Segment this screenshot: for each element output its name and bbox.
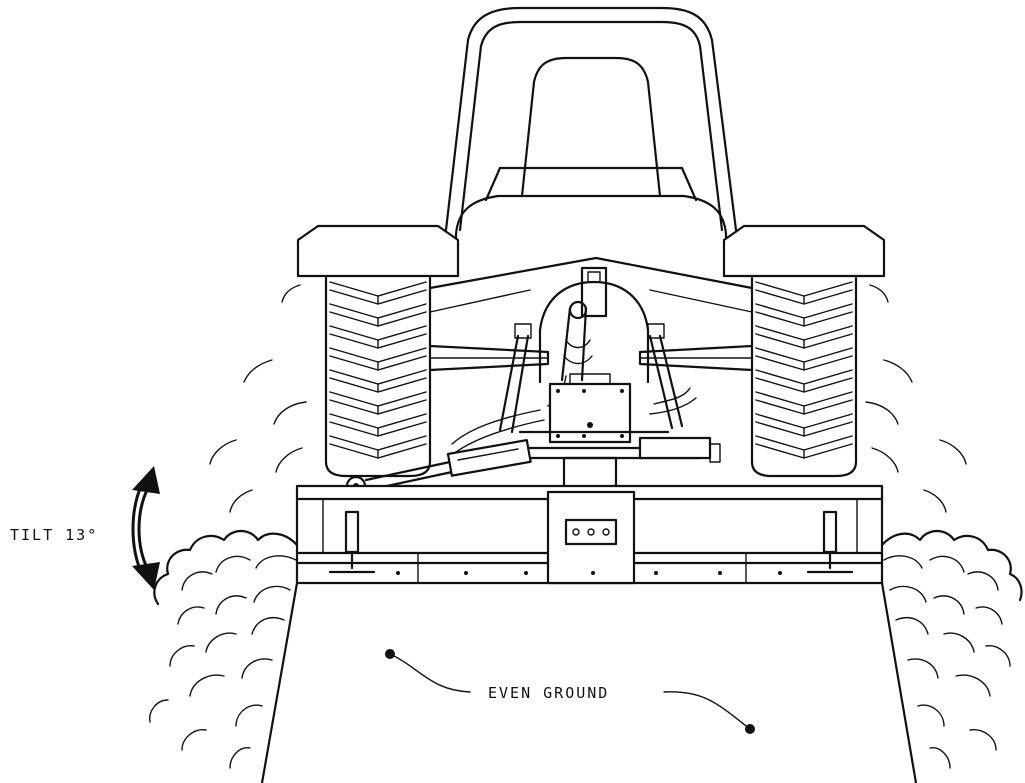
right-motion-strokes xyxy=(865,284,967,513)
right-soil-clumps xyxy=(880,529,1023,769)
left-motion-strokes xyxy=(209,284,307,513)
right-fender xyxy=(722,224,886,278)
rollover-protection-bar xyxy=(444,6,738,232)
left-soil-clumps xyxy=(149,529,299,769)
left-fender xyxy=(296,224,460,278)
box-blade xyxy=(295,484,884,585)
ground-leader-lines xyxy=(385,649,755,734)
operator-seat xyxy=(520,56,662,198)
tilt-angle-label: TILT 13° xyxy=(10,526,98,544)
tilt-direction-arrow xyxy=(131,466,160,590)
even-ground-label: EVEN GROUND xyxy=(488,684,609,702)
even-ground-surface xyxy=(260,581,918,783)
three-point-hitch xyxy=(451,266,697,453)
right-rear-tire xyxy=(750,276,858,478)
left-rear-tire xyxy=(324,276,432,478)
